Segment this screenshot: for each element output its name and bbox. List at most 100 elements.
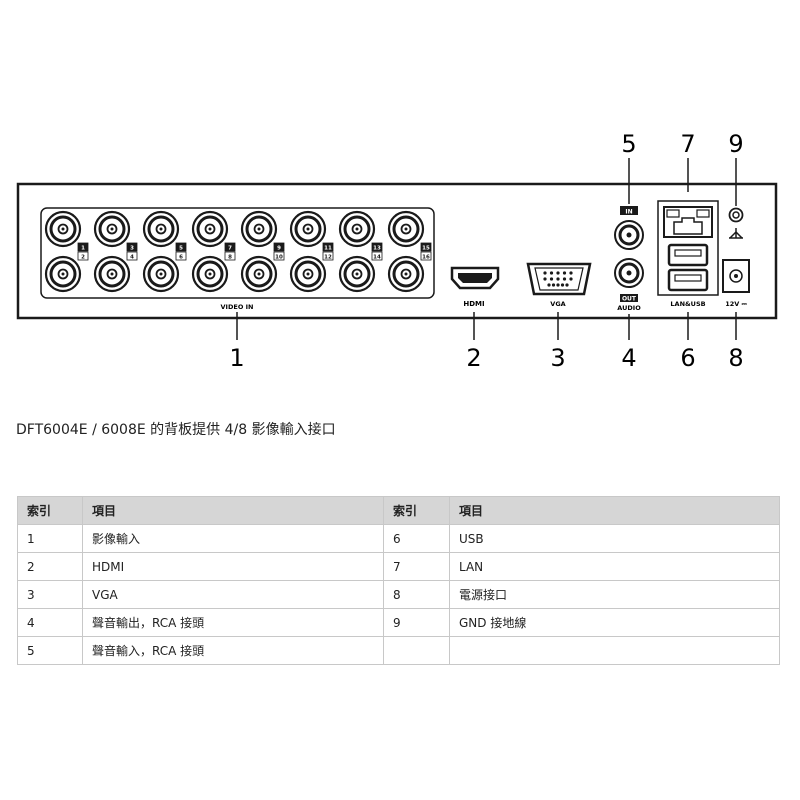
bnc-number-bottom: 16 <box>422 255 430 261</box>
table-cell: VGA <box>82 580 384 609</box>
bnc-number-top-tag <box>126 242 138 252</box>
bnc-number-top: 7 <box>228 246 232 252</box>
callout-5: 5 <box>621 130 636 158</box>
lan-port-icon <box>663 206 713 238</box>
video-in-label: VIDEO IN <box>221 303 254 311</box>
bnc-connector-icon <box>387 210 425 248</box>
vga-pin <box>569 271 573 275</box>
table-cell: 電源接口 <box>449 580 780 609</box>
table-cell: USB <box>449 524 780 553</box>
table-cell: 3 <box>17 580 83 609</box>
header-item-1: 項目 <box>82 496 384 525</box>
vga-pin <box>543 277 547 281</box>
bnc-connector-icon <box>338 210 376 248</box>
vga-pin <box>556 271 560 275</box>
gnd-screw-icon <box>728 207 744 223</box>
bnc-number-bottom-tag <box>126 251 138 261</box>
bnc-connector-icon <box>240 210 278 248</box>
table-row: 3 VGA 8 電源接口 <box>17 580 780 609</box>
vga-pin <box>549 271 554 275</box>
bnc-number-bottom: 8 <box>228 255 232 261</box>
table-row: 5 聲音輸入，RCA 接頭 <box>17 636 780 665</box>
vga-pin <box>543 271 547 275</box>
table-cell: LAN <box>449 552 780 581</box>
callout-6: 6 <box>680 344 695 372</box>
table-row: 1 影像輸入 6 USB <box>17 524 780 553</box>
callout-3: 3 <box>550 344 565 372</box>
audio-out-tag <box>620 294 638 302</box>
ground-symbol-icon <box>729 228 743 239</box>
table-cell: HDMI <box>82 552 384 581</box>
bnc-number-top: 11 <box>324 246 332 252</box>
audio-in-tag <box>620 206 638 215</box>
bnc-connector-icon <box>338 255 376 293</box>
callout-1: 1 <box>229 344 244 372</box>
table-cell: 7 <box>383 552 450 581</box>
table-cell: 聲音輸入，RCA 接頭 <box>82 636 384 665</box>
bnc-number-bottom: 2 <box>81 255 85 261</box>
hdmi-label: HDMI <box>463 300 484 308</box>
callout-7: 7 <box>680 130 695 158</box>
bnc-number-bottom-tag <box>371 251 383 261</box>
lan-usb-label: LAN&USB <box>670 300 705 308</box>
usb-port-icon-2 <box>667 268 709 292</box>
bnc-number-bottom-tag <box>175 251 187 261</box>
bnc-number-bottom: 6 <box>179 255 183 261</box>
vga-port-icon <box>526 262 592 296</box>
vga-pin <box>569 277 573 281</box>
vga-pin <box>565 283 569 287</box>
bnc-connector-icon <box>142 210 180 248</box>
table-cell <box>383 636 450 665</box>
chassis-outline <box>16 182 778 320</box>
bnc-connector-icon <box>142 255 180 293</box>
vga-pin <box>556 283 560 287</box>
callout-9: 9 <box>728 130 743 158</box>
table-cell: 8 <box>383 580 450 609</box>
callout-2: 2 <box>466 344 481 372</box>
callout-leader-lines <box>236 158 737 340</box>
bnc-number-top-tag <box>273 242 285 252</box>
bnc-number-top-tag <box>420 242 432 252</box>
header-item-2: 項目 <box>449 496 780 525</box>
bnc-number-top: 9 <box>277 246 281 252</box>
bnc-connector-icon <box>191 210 229 248</box>
figure-caption: DFT6004E / 6008E 的背板提供 4/8 影像輸入接口 <box>16 422 336 438</box>
table-header-row: 索引 項目 索引 項目 <box>17 496 780 525</box>
table-cell: 5 <box>17 636 83 665</box>
table-cell: 影像輸入 <box>82 524 384 553</box>
table-cell: 2 <box>17 552 83 581</box>
bnc-number-bottom: 10 <box>275 255 283 261</box>
vga-pin <box>547 283 551 287</box>
audio-label: AUDIO <box>617 304 641 312</box>
table-cell: 9 <box>383 608 450 637</box>
table-cell: 4 <box>17 608 83 637</box>
bnc-number-top-tag <box>175 242 187 252</box>
vga-pin <box>551 283 556 287</box>
bnc-number-top: 5 <box>179 246 183 252</box>
table-row: 2 HDMI 7 LAN <box>17 552 780 581</box>
bnc-number-top-tag <box>224 242 236 252</box>
bnc-number-top-tag <box>322 242 334 252</box>
bnc-number-top-tag <box>371 242 383 252</box>
callout-4: 4 <box>621 344 636 372</box>
bnc-connector-icon <box>289 255 327 293</box>
bnc-connector-icon <box>93 210 131 248</box>
bnc-number-bottom-tag <box>224 251 236 261</box>
bnc-connector-icon <box>191 255 229 293</box>
bnc-number-bottom-tag <box>322 251 334 261</box>
bnc-number-bottom: 14 <box>373 255 381 261</box>
bnc-connector-icon <box>44 210 82 248</box>
audio-out-rca-icon <box>614 258 644 288</box>
power-jack-icon <box>722 259 750 293</box>
bnc-number-bottom-tag <box>77 251 89 261</box>
bnc-connector-icon <box>93 255 131 293</box>
header-index-2: 索引 <box>383 496 450 525</box>
table-cell <box>449 636 780 665</box>
audio-in-rca-icon <box>614 220 644 250</box>
bnc-number-top: 1 <box>81 246 85 252</box>
table-cell: 6 <box>383 524 450 553</box>
hdmi-port-icon <box>450 266 500 290</box>
bnc-number-top: 13 <box>373 246 381 252</box>
bnc-number-top: 3 <box>130 246 134 252</box>
